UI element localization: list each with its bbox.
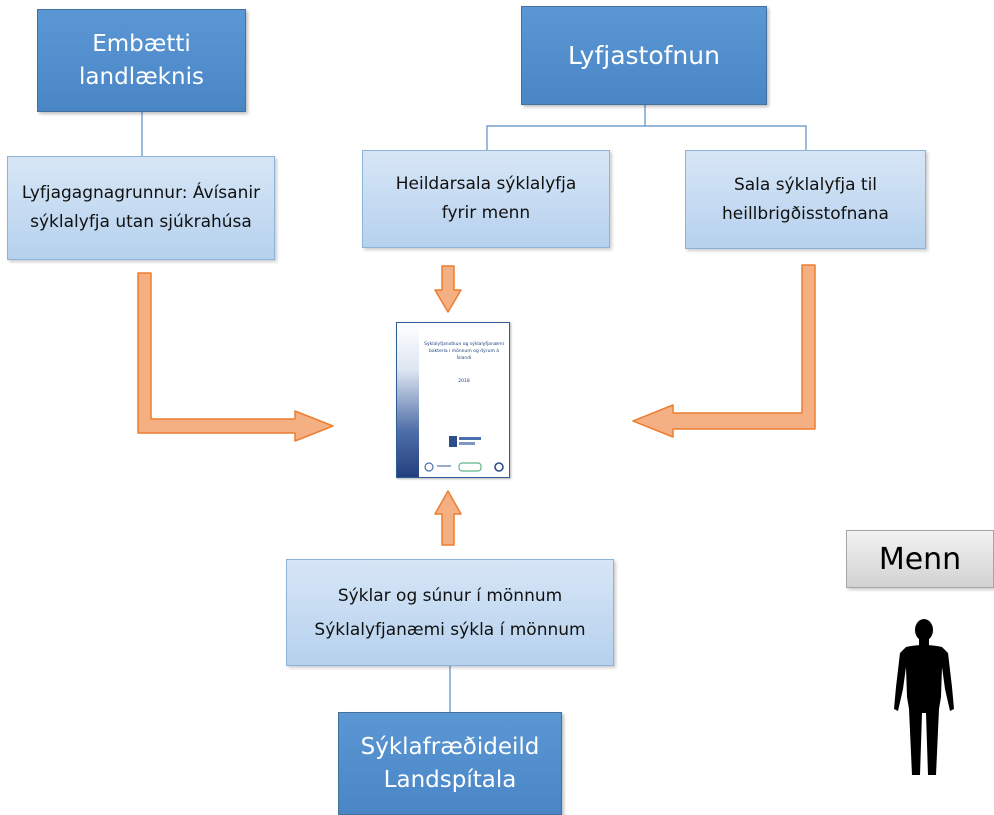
lyfjastofnun-label: Lyfjastofnun — [568, 41, 720, 70]
report-logo-main — [449, 436, 481, 447]
syklafraedideild-box: Sýklafræðideild Landspítala — [338, 712, 562, 815]
arrow-lyfjagagnagrunnur-to-report — [137, 272, 334, 442]
report-cover-band — [397, 323, 419, 477]
embaetti-landlaeknis-box: Embætti landlæknis — [37, 9, 246, 112]
embaetti-line1: Embætti — [92, 30, 191, 57]
human-silhouette-icon — [894, 619, 954, 775]
heildarsala-line1: Heildarsala sýklalyfja — [395, 174, 577, 194]
syklafraedideild-line2: Landspítala — [383, 766, 517, 793]
menn-label: Menn — [878, 541, 962, 577]
report-year: 2018 — [458, 379, 470, 384]
syklar-line1: Sýklar og súnur í mönnum — [337, 585, 563, 606]
lyfjastofnun-box: Lyfjastofnun — [521, 6, 767, 105]
lyfjagagnagrunnur-line1: Lyfjagagnagrunnur: Ávísanir — [21, 183, 261, 203]
sala-line2: heillbrigðisstofnana — [722, 203, 889, 224]
lyfjagagnagrunnur-box: Lyfjagagnagrunnur: Ávísanir sýklalyfja u… — [7, 156, 275, 260]
arrow-heildarsala-to-report — [434, 265, 462, 313]
lyfjagagnagrunnur-line2: sýklalyfja utan sjúkrahúsa — [30, 212, 252, 232]
heildarsala-box: Heildarsala sýklalyfja fyrir menn — [362, 150, 610, 248]
connector-lyfjastofnun-split — [486, 125, 807, 150]
arrow-sala-to-report — [632, 264, 816, 438]
sala-line1: Sala sýklalyfja til — [733, 174, 878, 195]
syklar-line2: Sýklalyfjanæmi sýkla í mönnum — [314, 619, 586, 640]
syklafraedideild-line1: Sýklafræðideild — [360, 733, 540, 760]
report-logo-row — [424, 462, 504, 472]
syklar-box: Sýklar og súnur í mönnum Sýklalyfjanæmi … — [286, 559, 614, 666]
report-title: Sýklalyfjanotkun og sýklalyfjanæmi bakte… — [424, 342, 504, 361]
embaetti-line2: landlæknis — [79, 63, 204, 90]
sala-box: Sala sýklalyfja til heillbrigðisstofnana — [685, 150, 926, 249]
menn-box: Menn — [846, 530, 994, 588]
report-cover-thumbnail: Sýklalyfjanotkun og sýklalyfjanæmi bakte… — [396, 322, 510, 478]
arrow-syklar-to-report — [434, 490, 462, 546]
heildarsala-line2: fyrir menn — [441, 203, 531, 223]
